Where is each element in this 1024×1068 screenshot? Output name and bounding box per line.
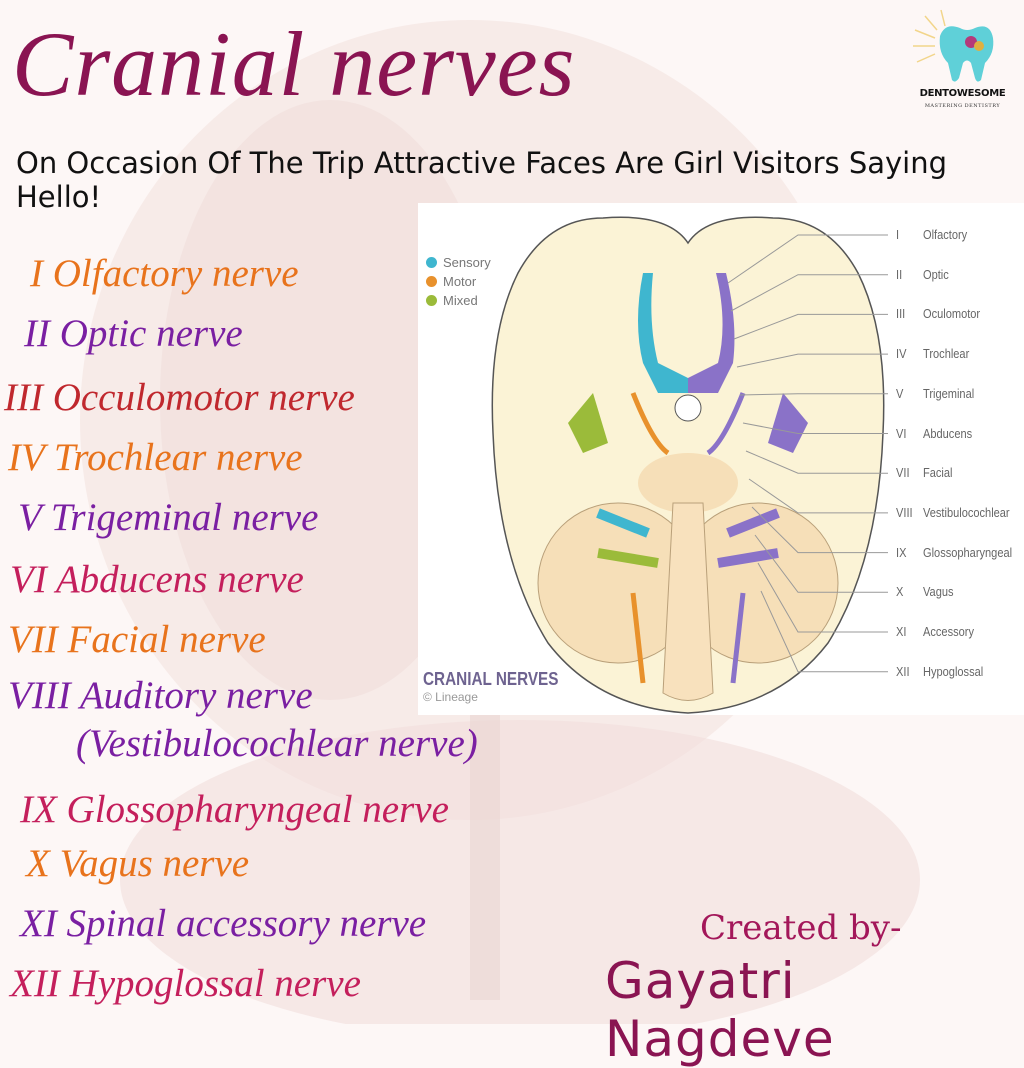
- nerve-list-item: VI Abducens nerve: [10, 558, 304, 601]
- diagram-credit: © Lineage: [423, 690, 478, 704]
- leader-line: [748, 478, 888, 514]
- nerve-list-item: (Vestibulocochlear nerve): [76, 722, 478, 765]
- nerve-list-item: III Occulomotor nerve: [4, 376, 355, 419]
- dentowesome-logo: DENTOWESOME MASTERING DENTISTRY: [905, 8, 1020, 113]
- nerve-list-item: XII Hypoglossal nerve: [10, 962, 361, 1005]
- legend-dot: [426, 257, 437, 268]
- nerve-numeral: III: [896, 306, 906, 322]
- nerve-list-item: IV Trochlear nerve: [8, 436, 303, 479]
- nerve-name: Hypoglossal: [923, 663, 984, 679]
- leader-line: [727, 234, 888, 284]
- nerve-name: Optic: [923, 266, 949, 282]
- nerve-name: Facial: [923, 465, 953, 481]
- created-by-label: Created by-: [700, 908, 902, 948]
- nerve-list-item: V Trigeminal nerve: [18, 496, 319, 539]
- nerve-list-item: IX Glossopharyngeal nerve: [20, 788, 449, 831]
- tooth-icon: [913, 9, 994, 82]
- author-name: Gayatri Nagdeve: [605, 952, 835, 1068]
- brain-base-illustration: [491, 216, 888, 714]
- nerve-numeral: I: [896, 227, 900, 242]
- nerve-numeral: X: [896, 584, 904, 600]
- leader-line: [757, 562, 888, 633]
- leader-line: [736, 353, 888, 368]
- leader-line: [742, 422, 888, 434]
- legend-item-sensory: Sensory: [426, 255, 491, 270]
- mnemonic: On Occasion Of The Trip Attractive Faces…: [16, 146, 948, 214]
- nerve-numeral: XII: [896, 663, 910, 679]
- nerve-name: Vagus: [923, 584, 954, 600]
- legend-dot: [426, 276, 437, 287]
- leader-line: [745, 450, 888, 474]
- nerve-numeral: V: [896, 385, 904, 401]
- nerve-numeral: VI: [896, 425, 907, 441]
- leader-line: [754, 534, 888, 593]
- nerve-name: Abducens: [923, 425, 973, 441]
- nerve-name: Accessory: [923, 624, 974, 639]
- diagram-title: CRANIAL NERVES: [423, 669, 559, 689]
- nerve-name: Olfactory: [923, 227, 968, 242]
- legend-label: Motor: [443, 274, 477, 289]
- legend-label: Sensory: [443, 255, 491, 270]
- nerve-list-item: I Olfactory nerve: [30, 252, 299, 295]
- nerve-name: Oculomotor: [923, 306, 981, 322]
- leader-line: [751, 506, 888, 554]
- leader-line: [739, 393, 888, 396]
- legend-label: Mixed: [443, 293, 478, 308]
- nerve-list-item: II Optic nerve: [24, 312, 243, 355]
- logo-tagline: MASTERING DENTISTRY: [924, 103, 1001, 109]
- nerve-list-item: X Vagus nerve: [26, 842, 250, 885]
- nerve-list-item: VII Facial nerve: [8, 618, 266, 661]
- leader-line: [760, 590, 888, 673]
- legend-item-motor: Motor: [426, 274, 476, 289]
- nerve-name: Glossopharyngeal: [923, 544, 1013, 560]
- leader-line: [730, 274, 888, 312]
- nerve-numeral: IX: [896, 544, 907, 560]
- leader-line: [733, 313, 888, 340]
- nerve-name: Trigeminal: [923, 385, 975, 401]
- nerve-list-item: VIII Auditory nerve: [8, 674, 313, 717]
- nerve-name: Vestibulocochlear: [923, 504, 1010, 520]
- legend-dot: [426, 295, 437, 306]
- nerve-name: Trochlear: [923, 346, 970, 362]
- nerve-numeral: VIII: [896, 504, 913, 520]
- nerve-numeral: VII: [896, 465, 910, 481]
- nerve-list-item: XI Spinal accessory nerve: [20, 902, 427, 945]
- nerve-numeral: IV: [896, 346, 907, 362]
- nerve-numeral: XI: [896, 624, 907, 639]
- logo-name: DENTOWESOME: [919, 88, 1006, 99]
- nerve-numeral: II: [896, 266, 903, 282]
- page-title: Cranial nerves: [12, 13, 576, 115]
- legend-item-mixed: Mixed: [426, 293, 478, 308]
